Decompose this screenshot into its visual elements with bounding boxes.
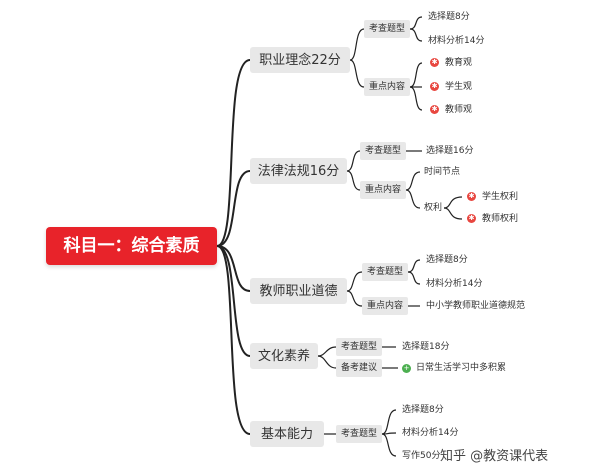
leaf-node[interactable]: 日常生活学习中多积累 [416, 362, 507, 373]
topic-node-4-1[interactable]: 考查题型 [336, 338, 382, 356]
leaf-node[interactable]: 材料分析14分 [402, 427, 459, 438]
leaf-node[interactable]: 时间节点 [424, 166, 461, 177]
topic-node-3-2[interactable]: 重点内容 [362, 297, 408, 315]
branch-node-5[interactable]: 基本能力 [250, 421, 324, 447]
leaf-node[interactable]: 中小学教师职业道德规范 [426, 300, 526, 311]
leaf-node[interactable]: 学生权利 [482, 191, 519, 202]
leaf-node[interactable]: 写作50分 [402, 450, 441, 461]
leaf-node[interactable]: 学生观 [445, 81, 473, 92]
topic-node-2-1[interactable]: 考查题型 [360, 142, 406, 160]
watermark: 知乎 @教资课代表 [440, 449, 549, 464]
branch-node-3[interactable]: 教师职业道德 [250, 278, 347, 304]
root-node[interactable]: 科目一：综合素质 [46, 227, 217, 265]
leaf-node[interactable]: 教育观 [445, 57, 473, 68]
topic-node-5-1[interactable]: 考查题型 [336, 425, 382, 443]
star-marker-icon: ✱ [430, 82, 439, 91]
topic-node-1-1[interactable]: 考查题型 [364, 20, 410, 38]
topic-node-2-2[interactable]: 重点内容 [360, 181, 406, 199]
star-marker-icon: ✱ [430, 58, 439, 67]
branch-node-1[interactable]: 职业理念22分 [250, 47, 350, 73]
plus-marker-icon: + [402, 364, 411, 373]
leaf-node[interactable]: 选择题16分 [426, 145, 474, 156]
leaf-node[interactable]: 选择题8分 [402, 404, 444, 415]
star-marker-icon: ✱ [430, 105, 439, 114]
branch-node-4[interactable]: 文化素养 [250, 343, 318, 369]
leaf-node[interactable]: 选择题18分 [402, 341, 450, 352]
leaf-node[interactable]: 选择题8分 [428, 11, 470, 22]
branch-node-2[interactable]: 法律法规16分 [250, 158, 347, 184]
leaf-node[interactable]: 教师观 [445, 104, 473, 115]
star-marker-icon: ✱ [467, 214, 476, 223]
leaf-node[interactable]: 选择题8分 [426, 254, 468, 265]
topic-node-1-2[interactable]: 重点内容 [364, 78, 410, 96]
leaf-node[interactable]: 教师权利 [482, 213, 519, 224]
leaf-node[interactable]: 材料分析14分 [428, 35, 485, 46]
topic-node-4-2[interactable]: 备考建议 [336, 359, 382, 377]
leaf-node[interactable]: 权利 [424, 202, 443, 213]
leaf-node[interactable]: 材料分析14分 [426, 278, 483, 289]
topic-node-3-1[interactable]: 考查题型 [362, 263, 408, 281]
star-marker-icon: ✱ [467, 192, 476, 201]
